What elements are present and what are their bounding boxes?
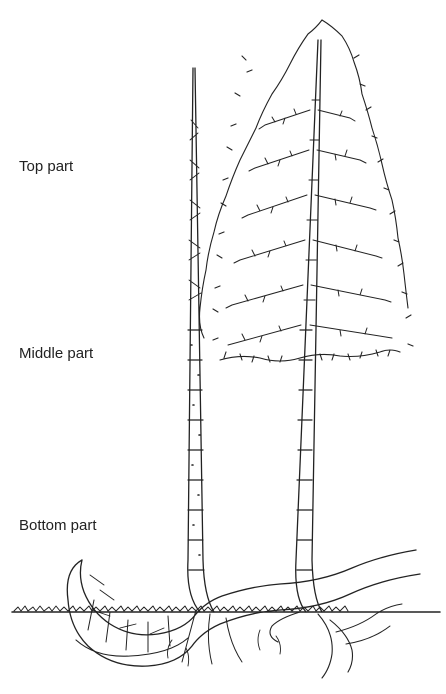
label-top-part: Top part <box>19 158 73 176</box>
label-middle-part: Middle part <box>19 345 93 363</box>
label-bottom-part: Bottom part <box>19 517 97 535</box>
left-stem <box>188 68 214 612</box>
ground-line <box>12 606 440 612</box>
rhizome <box>67 550 420 678</box>
branch-whorls <box>226 109 392 345</box>
